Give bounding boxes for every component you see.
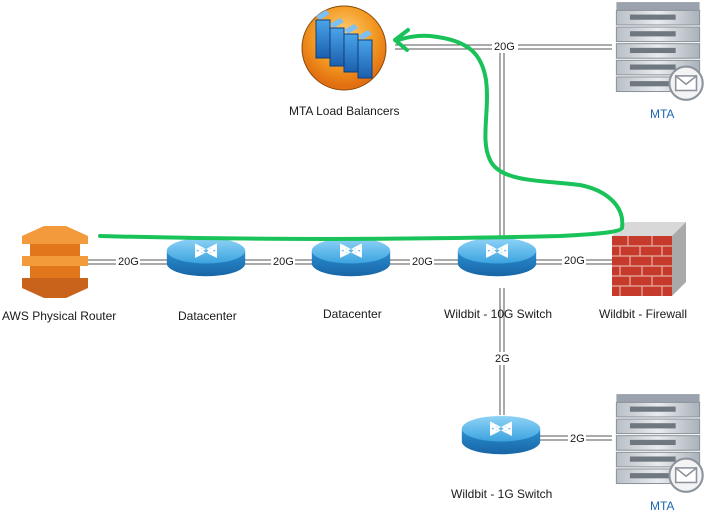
switch-10g-icon <box>457 237 537 277</box>
datacenter-1-icon <box>166 237 246 277</box>
link-label-dc1-dc2: 20G <box>273 256 294 268</box>
load-balancers-label: MTA Load Balancers <box>289 104 400 118</box>
datacenter-1-label: Datacenter <box>178 309 237 323</box>
switch-1g-label: Wildbit - 1G Switch <box>451 487 552 501</box>
link-label-aws-dc1: 20G <box>118 256 139 268</box>
mta-top-server-icon <box>615 1 704 101</box>
mta-bottom-label: MTA <box>650 499 674 513</box>
link-label-switch10g-switch1g: 2G <box>495 353 510 365</box>
connections <box>88 44 612 441</box>
link-label-switch10g-firewall: 20G <box>564 255 585 267</box>
link-label-dc2-switch10g: 20G <box>412 256 433 268</box>
link-label-lb-mta: 20G <box>494 41 515 53</box>
firewall-label: Wildbit - Firewall <box>599 307 687 321</box>
switch-1g-icon <box>461 415 541 455</box>
switch-10g-label: Wildbit - 10G Switch <box>444 307 552 321</box>
traffic-path-annotation <box>98 33 625 241</box>
datacenter-2-icon <box>311 237 391 277</box>
datacenter-2-label: Datacenter <box>323 307 382 321</box>
aws-router-label: AWS Physical Router <box>2 309 116 323</box>
link-label-switch1g-mta: 2G <box>570 433 585 445</box>
load-balancers-icon <box>301 5 387 91</box>
firewall-icon <box>612 222 686 296</box>
mta-top-label: MTA <box>650 107 674 121</box>
aws-router-icon <box>22 226 88 298</box>
link-labels: 20G 20G 20G 20G 20G 2G 2G <box>116 40 586 445</box>
traffic-arrowhead-icon <box>393 28 410 52</box>
mta-bottom-server-icon <box>615 393 704 493</box>
